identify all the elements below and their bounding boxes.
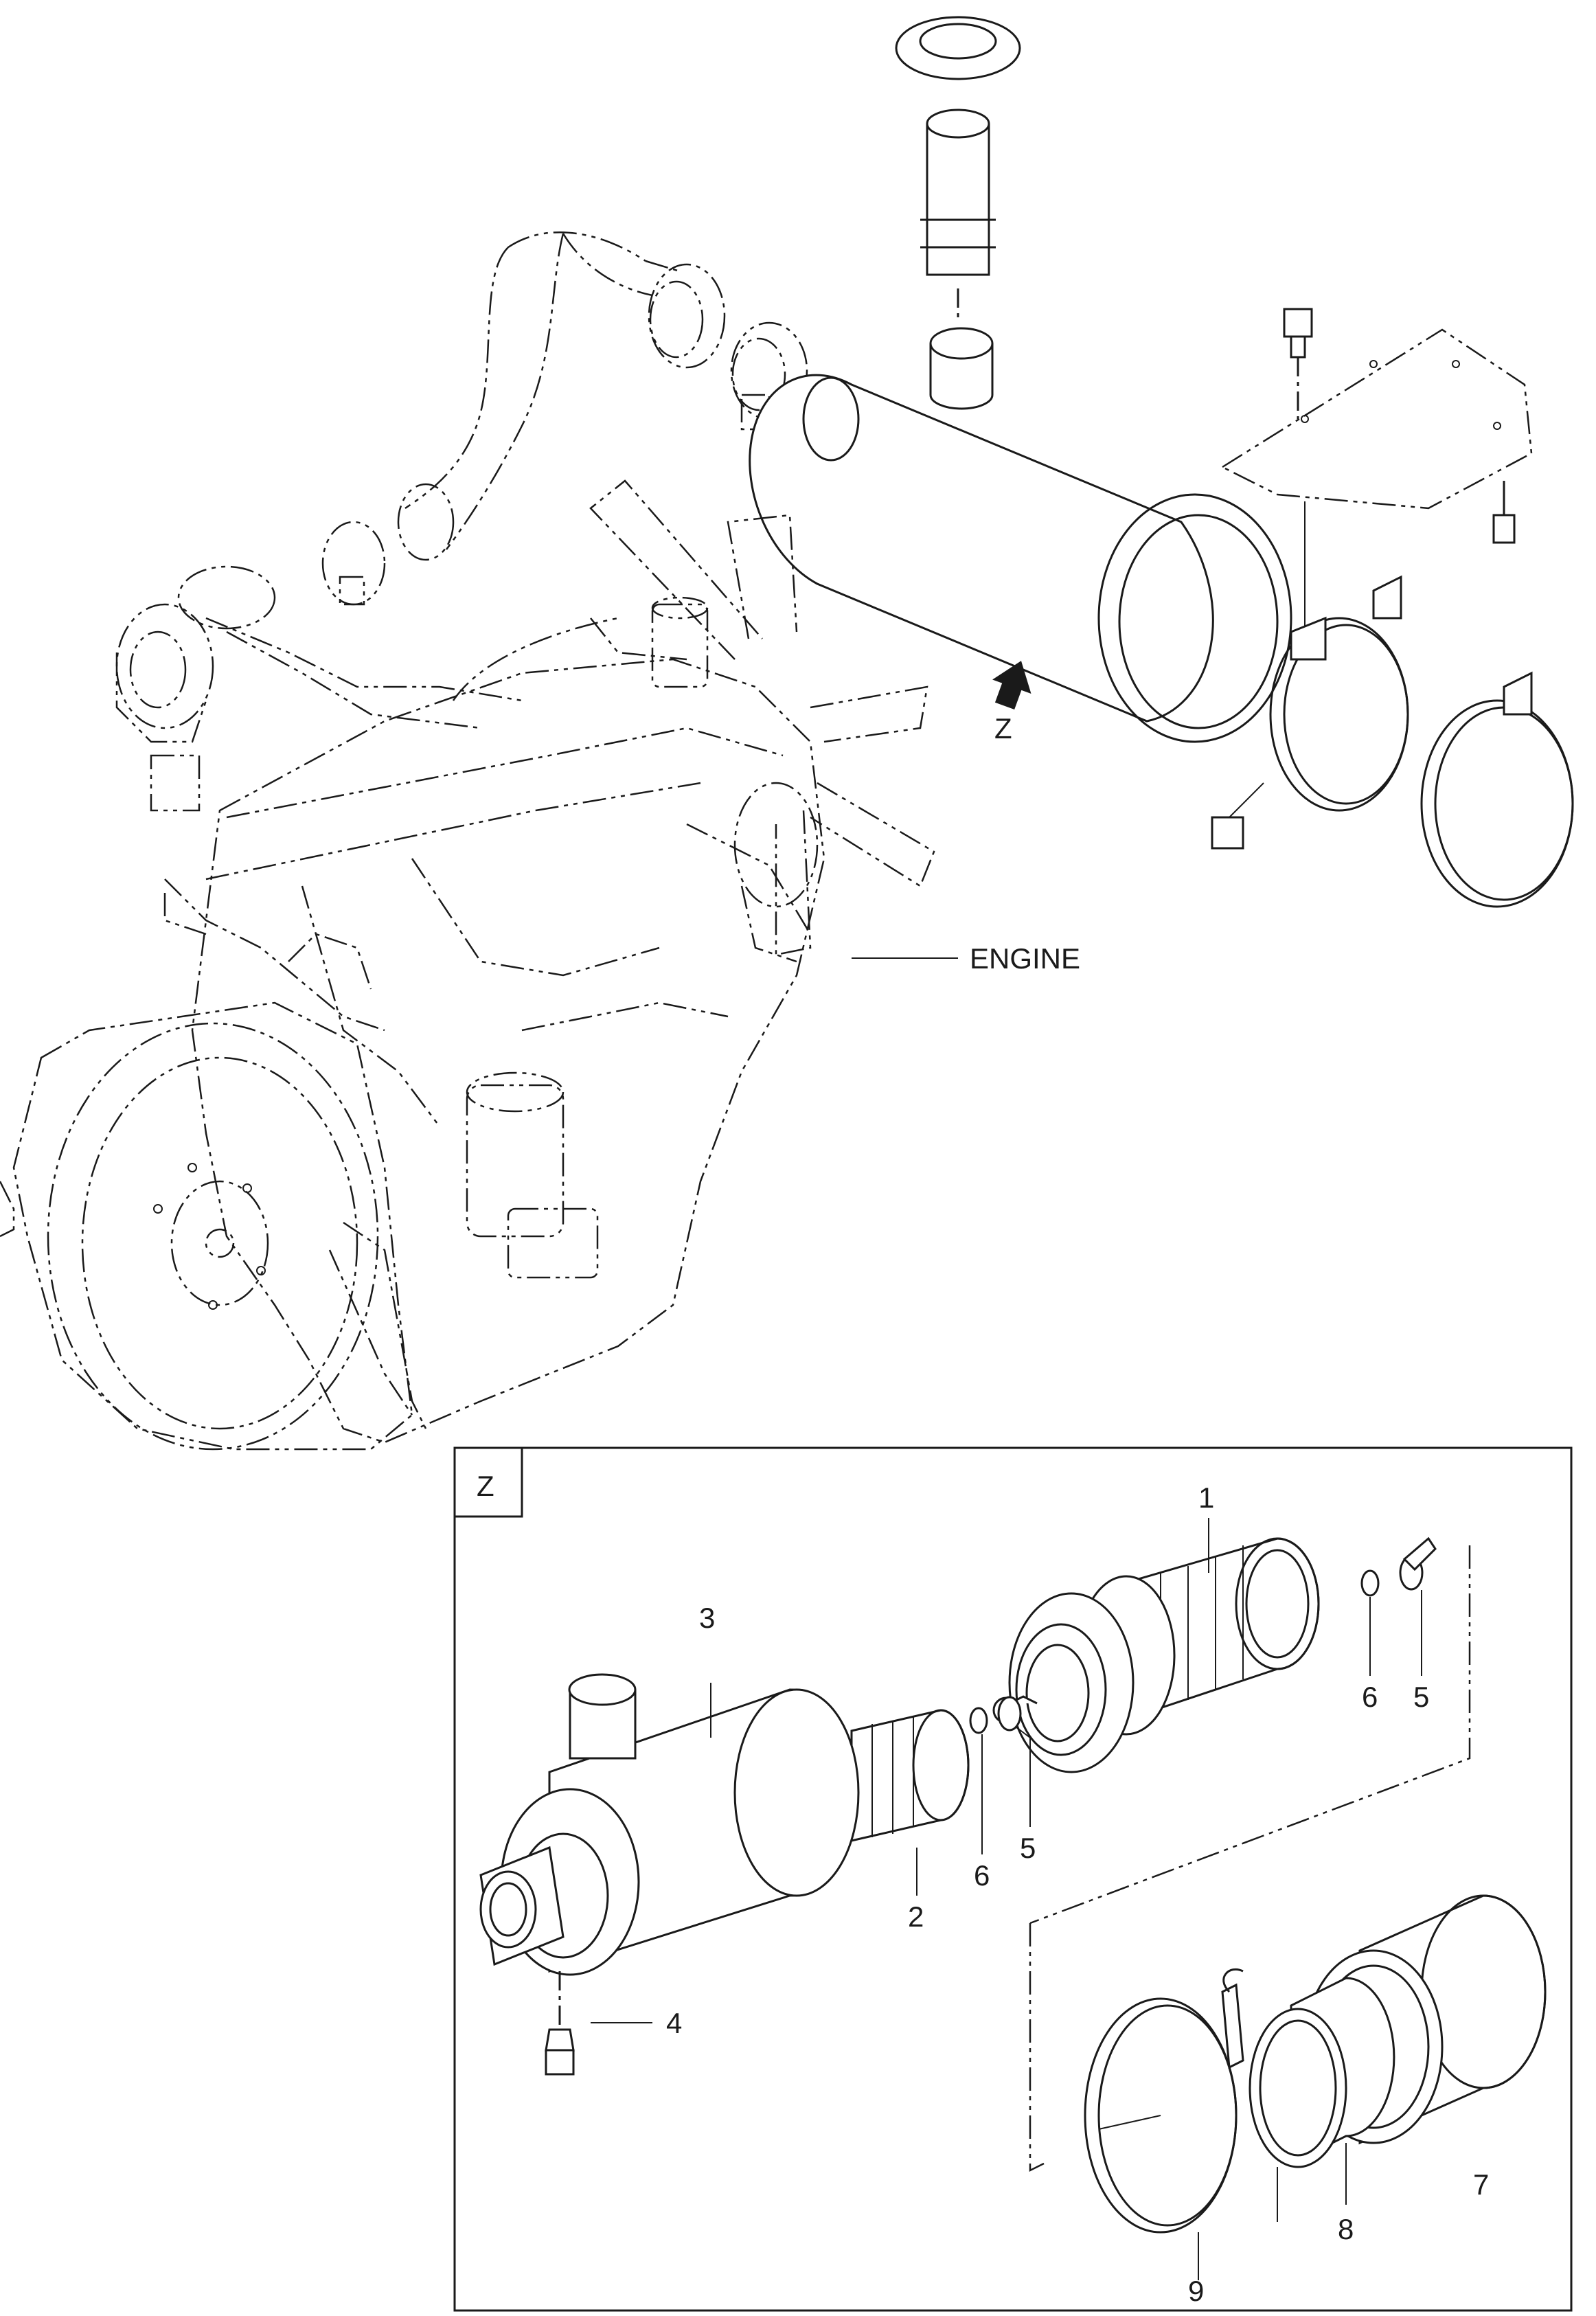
- callout-7: 7: [1473, 2168, 1489, 2201]
- callout-5a: 5: [1020, 1832, 1036, 1864]
- detail-view-z: Z: [453, 1446, 1573, 2312]
- leader-lines: [710, 1518, 1422, 2280]
- callout-3: 3: [699, 1602, 715, 1634]
- washer-inner: [969, 1707, 988, 1734]
- hose-coupling: [321, 260, 808, 606]
- callout-6a: 6: [974, 1859, 990, 1892]
- wing-nut-outer: [1399, 1536, 1437, 1591]
- hose-clamp: [1084, 1968, 1244, 2234]
- callout-4: 4: [666, 2007, 682, 2039]
- engine-label-group: ENGINE: [852, 942, 1080, 975]
- air-cleaner-housing: [479, 1673, 860, 1976]
- detail-box-label: Z: [477, 1470, 494, 1502]
- callout-8: 8: [1338, 2213, 1354, 2245]
- mounting-straps: [1211, 575, 1574, 908]
- primary-filter-element: [992, 1537, 1320, 1773]
- wing-nut-inner: [997, 1696, 1022, 1732]
- callout-6b: 6: [1362, 1681, 1378, 1713]
- callout-2: 2: [908, 1900, 924, 1933]
- exhaust-manifold: [115, 565, 523, 812]
- callout-5b: 5: [1413, 1681, 1429, 1713]
- mounting-plate: [1220, 308, 1533, 646]
- intake-hose: [397, 231, 653, 561]
- flywheel-housing: [0, 878, 427, 1451]
- washer-outer: [1360, 1569, 1380, 1597]
- pre-cleaner: [895, 16, 1021, 323]
- seal-ring: [1249, 1977, 1395, 2168]
- vacuator-valve: [545, 1971, 652, 2076]
- callout-9: 9: [1188, 2275, 1204, 2307]
- engine-block: [191, 596, 825, 1444]
- callout-1: 1: [1198, 1481, 1214, 1514]
- view-arrow-label: Z: [994, 712, 1012, 745]
- view-arrow: Z: [992, 661, 1031, 745]
- safety-filter-element: [850, 1709, 970, 1842]
- engine-assembly: Z: [0, 16, 1574, 1451]
- cooling-fan: [589, 479, 935, 956]
- callout-numbers: 1 2 3 4 5 5 6 6 7 8 9: [666, 1481, 1489, 2307]
- air-cleaner-body: [749, 327, 1292, 743]
- engine-label: ENGINE: [970, 942, 1080, 975]
